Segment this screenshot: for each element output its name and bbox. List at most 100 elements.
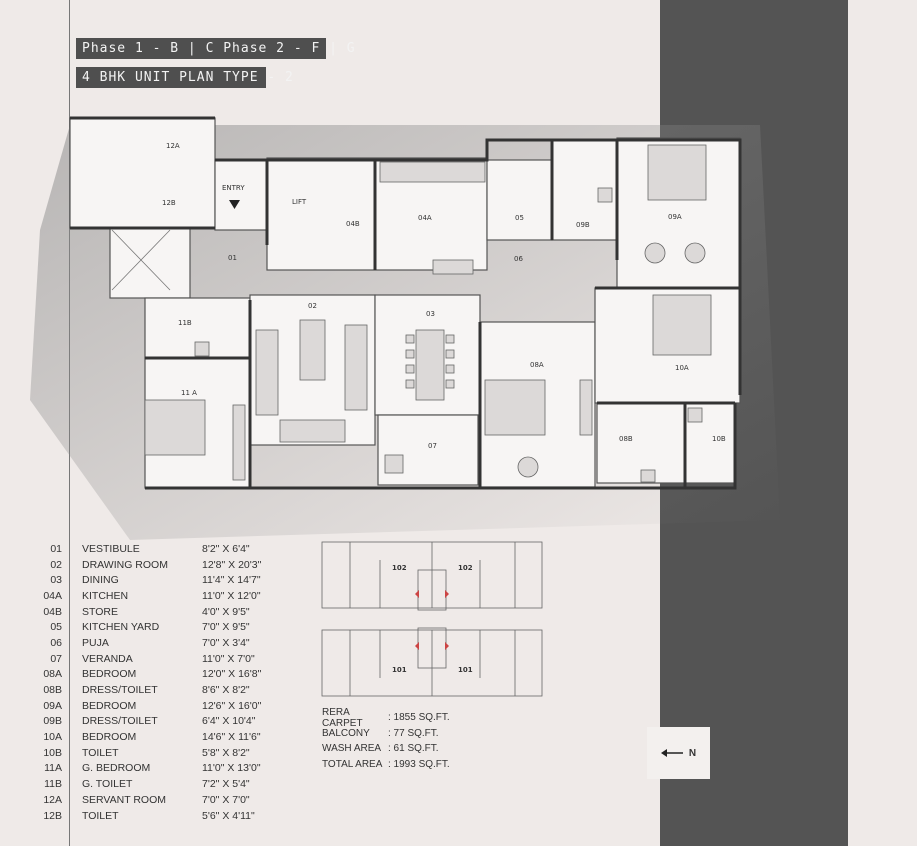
legend-name: KITCHEN xyxy=(82,589,129,602)
basin-09b xyxy=(597,187,613,203)
area-value: : 61 SQ.FT. xyxy=(388,743,439,755)
room-04b: 04B xyxy=(346,220,360,228)
key-unit-101-right: 101 xyxy=(458,666,473,674)
legend-dim: 7'0" X 3'4" xyxy=(202,636,250,649)
legend-name: G. BEDROOM xyxy=(82,762,151,775)
legend-name: VERANDA xyxy=(82,652,133,665)
legend-dim: 4'0" X 9'5" xyxy=(202,605,250,618)
legend-dim: 5'6" X 4'11" xyxy=(202,809,255,822)
room-12a: 12A xyxy=(166,142,180,150)
area-summary: RERA CARPET: 1855 SQ.FT.BALCONY: 77 SQ.F… xyxy=(322,706,450,773)
legend-row: 11B G. TOILET 7'2" X 5'4" xyxy=(38,776,292,792)
legend-no: 12A xyxy=(43,793,62,806)
entry-arrow-icon xyxy=(229,200,240,209)
area-label: WASH AREA xyxy=(322,743,382,755)
room-08b: 08B xyxy=(619,435,633,443)
legend-dim: 7'0" X 9'5" xyxy=(202,621,250,634)
plan-walls xyxy=(70,116,742,490)
legend-name: G. TOILET xyxy=(82,778,133,791)
legend-dim: 12'6" X 16'0" xyxy=(202,699,262,712)
key-unit-102-right: 102 xyxy=(458,564,473,572)
room-07: 07 xyxy=(428,442,437,450)
legend-no: 04B xyxy=(43,605,62,618)
area-value: : 1993 SQ.FT. xyxy=(388,758,450,770)
legend-row: 05 KITCHEN YARD 7'0" X 9'5" xyxy=(38,619,292,635)
north-indicator: N xyxy=(647,727,710,779)
legend-dim: 6'4" X 10'4" xyxy=(202,715,256,728)
room-09a: 09A xyxy=(668,213,682,221)
legend-no: 11B xyxy=(44,778,62,791)
legend-name: PUJA xyxy=(82,636,109,649)
legend-dim: 11'0" X 12'0" xyxy=(202,589,261,602)
legend-no: 03 xyxy=(50,574,62,587)
basin-10b xyxy=(687,407,703,423)
area-label: RERA CARPET xyxy=(322,706,363,729)
tv-unit xyxy=(279,419,346,443)
legend-name: DRESS/TOILET xyxy=(82,684,158,697)
legend-name: DINING xyxy=(82,574,119,587)
legend-no: 01 xyxy=(50,542,62,555)
chair-08a xyxy=(517,456,539,478)
wardrobe-11a xyxy=(232,404,246,481)
furniture xyxy=(144,144,712,483)
legend-dim: 5'8" X 8'2" xyxy=(202,746,250,759)
area-row: RERA CARPET : 1855 SQ.FT. xyxy=(322,706,450,729)
legend-no: 05 xyxy=(50,621,62,634)
legend-name: TOILET xyxy=(82,809,119,822)
legend-dim: 7'2" X 5'4" xyxy=(202,778,250,791)
sofa-left xyxy=(255,329,279,416)
legend-no: 10A xyxy=(43,731,62,744)
bed-11a xyxy=(144,399,206,456)
legend-no: 02 xyxy=(50,558,62,571)
legend-row: 03 DINING 11'4" X 14'7" xyxy=(38,572,292,588)
phase-header: Phase 1 - B | C Phase 2 - F | G xyxy=(76,38,355,59)
basin-08b xyxy=(640,469,656,483)
key-unit-101-left: 101 xyxy=(392,666,407,674)
key-plan: 102 102 101 101 xyxy=(321,541,543,697)
legend-name: DRAWING ROOM xyxy=(82,558,168,571)
room-lift: LIFT xyxy=(292,198,307,206)
legend-no: 11A xyxy=(44,762,62,775)
north-label: N xyxy=(688,747,697,759)
legend-name: DRESS/TOILET xyxy=(82,715,158,728)
legend-no: 12B xyxy=(43,809,62,822)
legend-name: KITCHEN YARD xyxy=(82,621,160,634)
area-value: : 1855 SQ.FT. xyxy=(388,712,450,724)
legend-dim: 8'6" X 8'2" xyxy=(202,684,250,697)
area-row: TOTAL AREA : 1993 SQ.FT. xyxy=(322,757,450,773)
area-value: : 77 SQ.FT. xyxy=(388,727,439,739)
room-11a: 11 A xyxy=(181,389,197,397)
room-08a: 08A xyxy=(530,361,544,369)
dining-table xyxy=(415,329,445,401)
legend-dim: 11'4" X 14'7" xyxy=(202,574,261,587)
legend-no: 04A xyxy=(43,589,62,602)
legend-row: 12B TOILET 5'6" X 4'11" xyxy=(38,808,292,824)
legend-row: 09A BEDROOM 12'6" X 16'0" xyxy=(38,698,292,714)
lift-shaft xyxy=(111,229,171,291)
legend-dim: 14'6" X 11'6" xyxy=(202,731,261,744)
right-panel xyxy=(848,0,917,846)
key-unit-102-left: 102 xyxy=(392,564,407,572)
bed-08a xyxy=(484,379,546,436)
entry-label: ENTRY xyxy=(222,184,245,192)
legend-name: BEDROOM xyxy=(82,668,137,681)
legend-no: 08A xyxy=(43,668,62,681)
veranda-stool xyxy=(384,454,404,474)
room-09b: 09B xyxy=(576,221,590,229)
legend-name: BEDROOM xyxy=(82,699,137,712)
room-01: 01 xyxy=(228,254,237,262)
chair-09a-2 xyxy=(684,242,706,264)
legend-no: 07 xyxy=(50,652,62,665)
area-label: TOTAL AREA xyxy=(322,758,383,770)
legend-name: TOILET xyxy=(82,746,119,759)
room-10a: 10A xyxy=(675,364,689,372)
room-06: 06 xyxy=(514,255,523,263)
legend-no: 06 xyxy=(50,636,62,649)
legend-no: 09A xyxy=(43,699,62,712)
